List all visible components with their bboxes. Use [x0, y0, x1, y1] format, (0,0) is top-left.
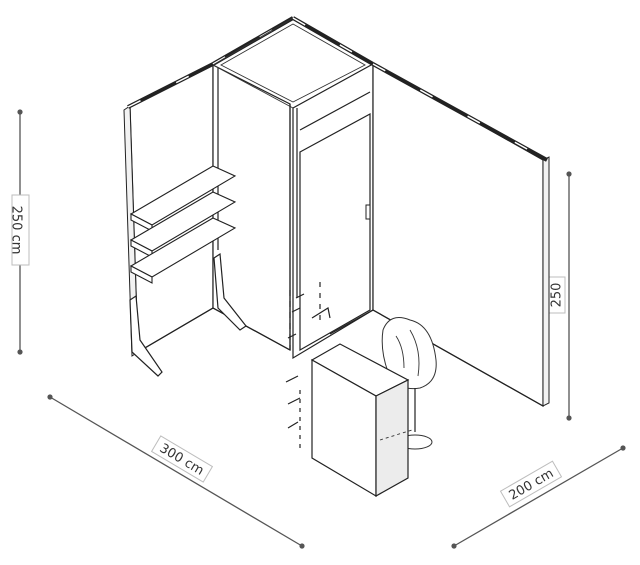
dimension-height-right: 250	[547, 171, 572, 421]
front-wall-cutaway	[285, 282, 331, 450]
dimension-height-right-label: 250	[550, 283, 565, 308]
wall-shelves	[129, 165, 237, 284]
right-wall	[372, 62, 550, 408]
dimension-height-left-label: 250 cm	[9, 206, 24, 255]
dimension-depth: 200 cm	[451, 445, 626, 549]
door-handle-icon	[365, 204, 371, 220]
dimension-height-left: 250 cm	[9, 109, 30, 355]
wall-feet	[129, 252, 247, 377]
reception-counter	[310, 343, 413, 498]
storage-door	[299, 91, 371, 352]
dimension-width: 300 cm	[47, 394, 305, 549]
